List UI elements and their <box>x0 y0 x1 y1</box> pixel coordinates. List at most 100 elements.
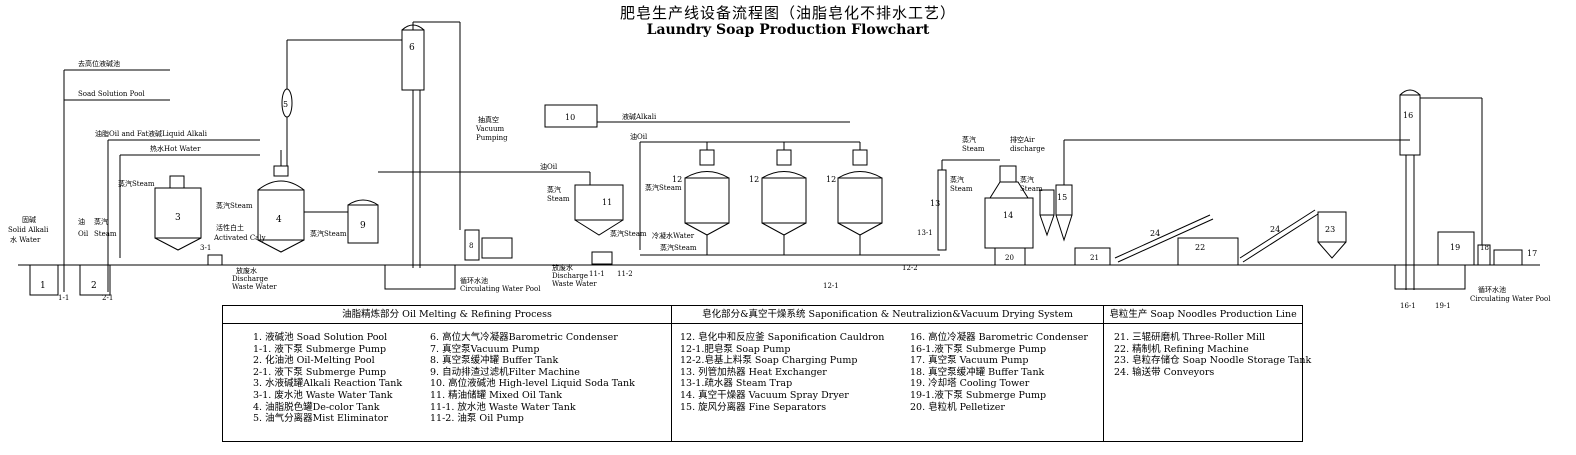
flow-alkali-line: 液碱Alkali <box>622 112 657 121</box>
legend-item: 23. 皂粒存储仓 Soap Noodle Storage Tank <box>1114 355 1312 367</box>
label-5: 5 <box>283 100 288 109</box>
label-11: 11 <box>602 198 612 207</box>
flow-activated-clay-cn: 活性白土 <box>216 223 244 232</box>
flow-steam-12b: 蒸汽Steam <box>660 243 697 252</box>
label-12a: 12 <box>672 175 682 184</box>
label-12-2: 12-2 <box>902 264 918 272</box>
cauldron-12b <box>761 149 807 236</box>
pelletizer-20 <box>994 247 1026 266</box>
legend-col-noodles: 21. 三辊研磨机 Three-Roller Mill 22. 精制机 Refi… <box>1114 332 1311 378</box>
tank-3-1 <box>207 254 223 266</box>
legend-item: 22. 精制机 Refining Machine <box>1114 343 1249 355</box>
legend-table: 油脂精炼部分 Oil Melting & Refining Process 1.… <box>222 305 1311 442</box>
legend-item: 15. 旋风分离器 Fine Separators <box>680 401 827 413</box>
label-12-1: 12-1 <box>823 282 839 290</box>
label-8: 8 <box>469 242 473 250</box>
legend-item: 12. 皂化中和反应釜 Saponification Cauldron <box>680 332 885 343</box>
legend-item: 16-1.液下泵 Submerge Pump <box>910 343 1047 355</box>
label-1: 1 <box>40 281 46 291</box>
circulating-pool-2 <box>1394 264 1466 290</box>
legend-item: 11-1. 放水池 Waste Water Tank <box>430 401 576 413</box>
label-9: 9 <box>360 221 366 231</box>
flow-discharge-11-en1: Discharge <box>552 272 588 280</box>
legend-col-sap-2: 16. 高位冷凝器 Barometric Condenser 16-1.液下泵 … <box>910 332 1088 413</box>
tank-11 <box>574 184 624 221</box>
flow-cooling-water: 冷凝水Water <box>652 231 695 240</box>
legend-section-noodles: 皂粒生产 Soap Noodles Production Line 21. 三辊… <box>1103 306 1311 441</box>
refining-machine-22 <box>1177 237 1239 266</box>
legend-col-oil-2: 6. 高位大气冷凝器Barometric Condenser 7. 真空泵Vac… <box>430 332 635 425</box>
buffer-tank-8 <box>464 229 480 261</box>
flow-steam-15-cn: 蒸汽 <box>1020 175 1034 184</box>
legend-item: 1. 液碱池 Soad Solution Pool <box>253 332 388 343</box>
label-2-1: 2-1 <box>102 294 113 302</box>
legend-item: 16. 高位冷凝器 Barometric Condenser <box>910 332 1088 343</box>
flow-soda-pool-en: Soad Solution Pool <box>78 90 146 98</box>
flow-circ-pool-cn: 循环水池 <box>460 276 488 285</box>
cooling-tower-19 <box>1437 231 1475 266</box>
flow-air-en: discharge <box>1010 145 1045 153</box>
legend-item: 19-1.液下泵 Submerge Pump <box>910 389 1047 401</box>
three-roller-mill-21 <box>1074 247 1111 266</box>
flow-hot-water: 热水Hot Water <box>150 144 201 153</box>
cauldron-12c <box>837 149 883 236</box>
flow-steam-13-en: Steam <box>950 185 973 193</box>
legend-item: 9. 自动排渣过滤机Filter Machine <box>430 366 580 378</box>
flow-vacuum-en1: Vacuum <box>475 125 505 133</box>
flow-steam-3: 蒸汽Steam <box>118 179 155 188</box>
label-16-1: 16-1 <box>1400 302 1416 310</box>
label-19: 19 <box>1450 243 1460 252</box>
legend-section-saponification: 皂化部分&真空干燥系统 Saponification & Neutralizio… <box>671 306 1103 441</box>
legend-item: 20. 皂粒机 Pelletizer <box>910 401 1005 413</box>
flow-steam-13-cn: 蒸汽 <box>950 175 964 184</box>
flow-solid-alkali-cn: 固碱 <box>22 216 36 224</box>
storage-tank-23 <box>1317 211 1347 243</box>
label-15: 15 <box>1057 193 1067 202</box>
label-2: 2 <box>91 281 97 291</box>
label-13-1: 13-1 <box>917 229 933 237</box>
label-18: 18 <box>1480 244 1489 252</box>
tank-4 <box>257 189 305 241</box>
legend-item: 24. 输送带 Conveyors <box>1114 366 1215 378</box>
flow-discharge-cn: 放废水 <box>236 266 257 275</box>
label-19-1: 19-1 <box>1435 302 1451 310</box>
pool-1 <box>29 264 59 296</box>
legend-item: 14. 真空干燥器 Vacuum Spray Dryer <box>680 389 849 401</box>
label-24b: 24 <box>1270 225 1280 234</box>
flow-steam-15-en: Steam <box>1020 185 1043 193</box>
legend-item: 12-2.皂基上料泵 Soap Charging Pump <box>680 355 858 367</box>
flow-soda-pool-cn: 去高位液碱池 <box>78 59 120 68</box>
legend-item: 18. 真空泵缓冲罐 Buffer Tank <box>910 366 1045 378</box>
flow-oil-fat: 油脂Oil and Fat <box>95 129 148 138</box>
legend-item: 8. 真空泵缓冲罐 Buffer Tank <box>430 355 559 367</box>
label-21: 21 <box>1090 254 1099 262</box>
title-chinese: 肥皂生产线设备流程图（油脂皂化不排水工艺） <box>619 4 956 22</box>
label-12b: 12 <box>749 175 759 184</box>
pool-2 <box>79 264 111 296</box>
flow-discharge-11-en2: Waste Water <box>552 280 597 288</box>
legend-header-oil: 油脂精炼部分 Oil Melting & Refining Process <box>223 306 671 324</box>
flow-circ-pool2-cn: 循环水池 <box>1478 285 1506 294</box>
label-1-1: 1-1 <box>58 294 69 302</box>
label-4: 4 <box>276 215 282 225</box>
heat-exchanger-13 <box>937 169 947 251</box>
legend-item: 1-1. 液下泵 Submerge Pump <box>253 343 387 355</box>
flow-steam-11-en: Steam <box>547 195 570 203</box>
legend-item: 5. 油气分离器Mist Eliminator <box>253 413 388 425</box>
flow-air-cn: 排空Air <box>1010 135 1035 144</box>
legend-header-noodles: 皂粒生产 Soap Noodles Production Line <box>1104 306 1302 324</box>
legend-item: 4. 油脂脱色罐De-color Tank <box>253 401 380 413</box>
pump-11-1 <box>591 251 613 265</box>
label-3: 3 <box>175 213 181 223</box>
legend-col-oil-1: 1. 液碱池 Soad Solution Pool 1-1. 液下泵 Subme… <box>253 332 402 425</box>
flow-circ-pool-en: Circulating Water Pool <box>460 285 541 293</box>
legend-item: 3. 水液碱罐Alkali Reaction Tank <box>253 378 403 390</box>
tank-10 <box>544 104 598 128</box>
label-23: 23 <box>1325 225 1335 234</box>
legend-item: 13-1.疏水器 Steam Trap <box>680 378 793 390</box>
condenser-16 <box>1399 94 1421 156</box>
flow-oil-line: 油Oil <box>540 162 558 171</box>
flow-steam-en: Steam <box>94 230 117 238</box>
cauldron-12a <box>684 149 730 236</box>
flow-vacuum-en2: Pumping <box>476 134 508 142</box>
